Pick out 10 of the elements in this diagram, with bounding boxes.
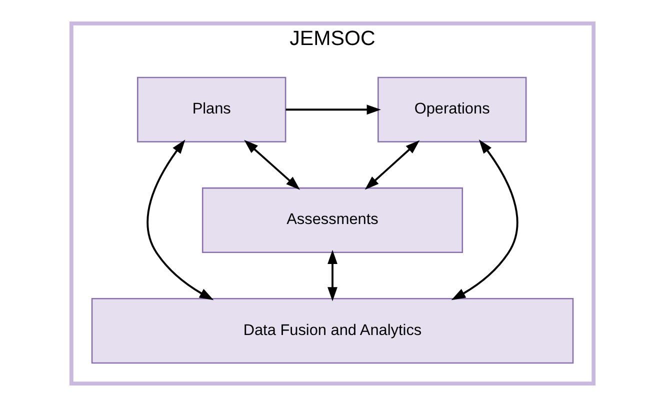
arrow [451,140,518,300]
arrow [146,140,214,300]
node-box: Assessments [202,187,464,254]
arrow [328,250,338,302]
node-box: Data Fusion and Analytics [91,298,574,364]
arrow [286,104,381,115]
node-box: Plans [137,76,286,142]
arrow [244,140,300,190]
node-box: Operations [378,76,527,142]
arrow [364,140,420,190]
